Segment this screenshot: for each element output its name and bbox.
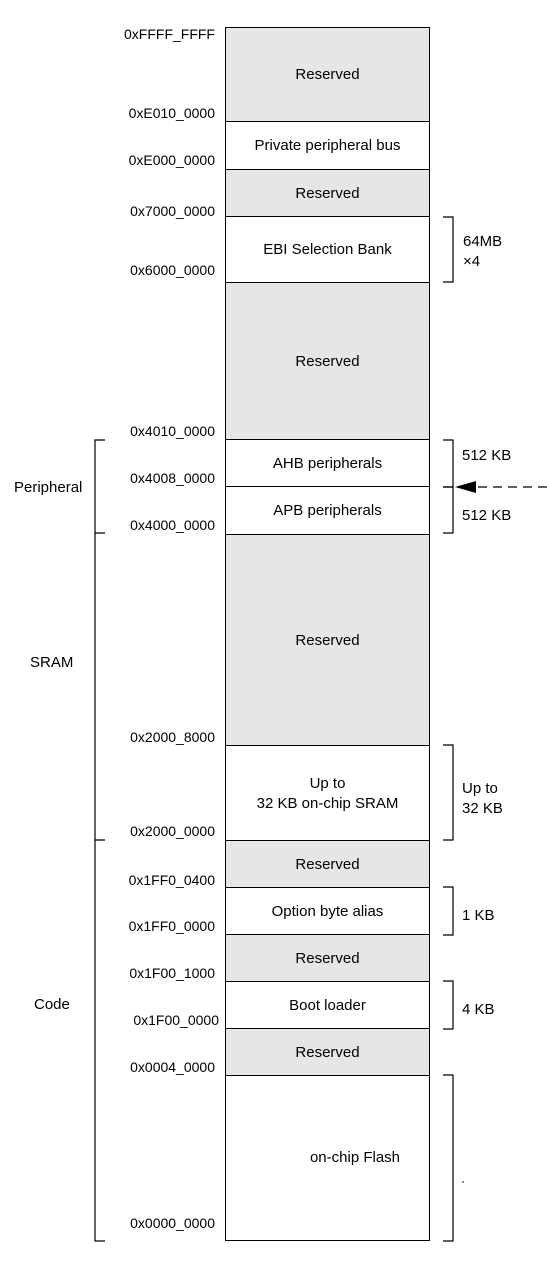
- region-label: on-chip Flash: [309, 1149, 401, 1166]
- flash-size-bracket: [443, 1074, 454, 1242]
- address-label-6000-0000: 0x6000_0000: [130, 262, 215, 278]
- region-boot-loader: Boot loader: [225, 981, 430, 1030]
- group-label-code: Code: [34, 996, 70, 1013]
- region-label: Option byte alias: [271, 902, 384, 920]
- address-label-1f00-1000: 0x1F00_1000: [129, 965, 215, 981]
- region-label: Boot loader: [289, 996, 366, 1014]
- region-label: Reserved: [295, 949, 360, 967]
- region-label: Reserved: [295, 66, 360, 83]
- pointer-arrow-head: [455, 481, 476, 493]
- address-label-1ff0-0000: 0x1FF0_0000: [128, 918, 215, 934]
- ahb-size-bracket: [443, 439, 454, 488]
- boot-size-bracket: [443, 980, 454, 1030]
- ebi-size-bracket: [443, 216, 454, 283]
- address-label-4000-0000: 0x4000_0000: [130, 517, 215, 533]
- address-label-e010-0000: 0xE010_0000: [128, 105, 215, 121]
- region-label: Reserved: [295, 184, 360, 202]
- sram-bracket: [94, 533, 105, 841]
- apb-size-bracket: [443, 486, 454, 534]
- region-reserved-4: Reserved: [225, 534, 430, 747]
- region-label: APB peripherals: [273, 502, 382, 519]
- address-label-0000-0000: 0x0000_0000: [130, 1215, 215, 1231]
- size-label-ebi: 64MB ×4: [463, 233, 503, 270]
- address-label-e000-0000: 0xE000_0000: [128, 152, 215, 168]
- option-size-bracket: [443, 886, 454, 936]
- address-label-0004-0000: 0x0004_0000: [130, 1059, 215, 1075]
- region-label: AHB peripherals: [272, 454, 383, 472]
- region-label: Up to 32 KB on-chip SRAM: [256, 774, 399, 812]
- region-label: Private peripheral bus: [254, 137, 401, 154]
- region-reserved-6: Reserved: [225, 934, 430, 983]
- sram-size-bracket: [443, 744, 454, 841]
- region-on-chip-flash: on-chip Flash: [225, 1075, 430, 1241]
- peripheral-bracket: [94, 439, 105, 534]
- region-reserved-3: Reserved: [225, 282, 430, 441]
- address-label-2000-0000: 0x2000_0000: [130, 823, 215, 839]
- region-reserved-7: Reserved: [225, 1028, 430, 1077]
- size-label-ahb: 512 KB: [462, 447, 512, 464]
- region-apb-peripherals: APB peripherals: [225, 486, 430, 536]
- address-label-4010-0000: 0x4010_0000: [130, 423, 215, 439]
- region-label: Reserved: [295, 352, 360, 370]
- size-label-apb: 512 KB: [462, 507, 512, 524]
- region-label: Reserved: [295, 631, 360, 649]
- region-label: Reserved: [295, 1043, 360, 1061]
- address-label-4008-0000: 0x4008_0000: [130, 470, 215, 486]
- group-label-sram: SRAM: [30, 654, 74, 671]
- size-label-boot-loader: 4 KB: [462, 1001, 495, 1018]
- region-label: EBI Selection Bank: [263, 241, 392, 258]
- region-ahb-peripherals: AHB peripherals: [225, 439, 430, 488]
- region-ebi-selection-bank: EBI Selection Bank: [225, 216, 430, 284]
- address-label-ffff-ffff: 0xFFFF_FFFF: [124, 26, 215, 42]
- address-label-1ff0-0400: 0x1FF0_0400: [128, 872, 215, 888]
- region-label: Reserved: [295, 855, 360, 873]
- region-private-peripheral-bus: Private peripheral bus: [225, 121, 430, 171]
- address-label-7000-0000: 0x7000_0000: [130, 203, 215, 219]
- code-bracket: [94, 840, 105, 1242]
- size-label-sram: Up to 32 KB: [462, 780, 503, 817]
- size-label-option-byte: 1 KB: [462, 907, 495, 924]
- address-label-1f00-0000: 0x1F00_0000: [133, 1012, 219, 1028]
- region-on-chip-sram: Up to 32 KB on-chip SRAM: [225, 745, 430, 842]
- group-label-peripheral: Peripheral: [14, 479, 83, 496]
- address-label-2000-8000: 0x2000_8000: [130, 729, 215, 745]
